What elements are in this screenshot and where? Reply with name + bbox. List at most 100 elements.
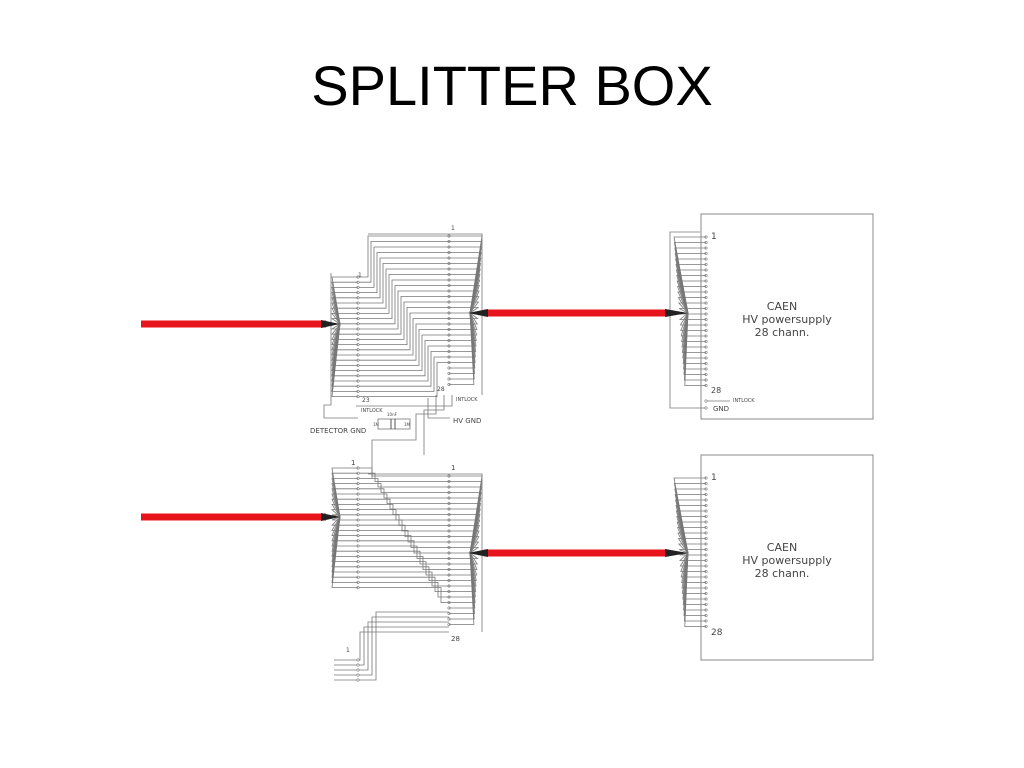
splitter-top-pin-last: 28 [437, 386, 445, 393]
caen-top-wire [680, 312, 706, 337]
splitter-top-left-wire [331, 286, 358, 325]
splitter-top-left-wire [331, 323, 358, 335]
splitter-bottom-left-wire [331, 516, 358, 542]
splitter-bottom-right-wire [449, 552, 477, 581]
caen-top-wire [680, 312, 706, 331]
splitter-bottom-route [358, 576, 449, 592]
caen-top-wire [679, 308, 706, 314]
detector-gnd-label: DETECTOR GND [310, 427, 366, 435]
caen-top-wire [677, 302, 706, 314]
splitter-top-left-wire [331, 312, 358, 325]
splitter-top-route [358, 329, 449, 366]
caen-top-name: CAEN [767, 300, 797, 313]
splitter-top-route [358, 312, 449, 351]
splitter-top-route [358, 345, 449, 382]
splitter-bottom-extra-pin [356, 658, 360, 662]
input-cable-bottom-tip [321, 513, 340, 521]
splitter-intlock-right: INTLOCK [456, 397, 478, 403]
splitter-top-gnd-wire [323, 273, 358, 419]
caen-top-wire [677, 297, 706, 314]
splitter-bottom-outer [368, 473, 483, 632]
splitter-bottom-right-wire [449, 552, 479, 559]
splitter-bottom-route [358, 477, 449, 488]
splitter-top-right-wire [449, 285, 480, 314]
splitter-bottom-route [358, 524, 449, 537]
splitter-top-left-wire [331, 302, 358, 325]
caen-top-wire [676, 280, 706, 314]
caen-top-wire [677, 291, 706, 314]
splitter-bottom-left-wire [331, 503, 358, 518]
splitter-bottom-route [358, 540, 449, 554]
splitter-bottom-left-wire [331, 488, 358, 518]
splitter-top-route [358, 290, 449, 330]
splitter-bottom-right-wire [449, 552, 478, 576]
caen-top-wire [684, 312, 706, 386]
splitter-bottom-route [358, 493, 449, 504]
splitter-bottom-extra-route [334, 626, 449, 666]
splitter-bottom-left-wire [331, 516, 358, 588]
splitter-top-route [358, 263, 449, 304]
splitter-bottom-right-wire [449, 514, 481, 554]
splitter-top-route [358, 340, 449, 377]
splitter-intlock-wire [356, 395, 453, 407]
caen-bottom-wire [675, 510, 706, 554]
caen-top-wire [681, 312, 706, 342]
splitter-bottom-route [358, 550, 449, 565]
splitter-bottom-left-wire [331, 514, 358, 518]
resistor-right-label: 1M [404, 422, 411, 427]
splitter-bottom-extra-pin [356, 663, 360, 667]
caen-bottom-wire [679, 549, 706, 554]
splitter-top-left-wire [330, 323, 358, 330]
caen-bottom-pin-first: 1 [711, 473, 717, 483]
caen-gnd-label: GND [713, 405, 729, 413]
splitter-top-right-wire [449, 312, 477, 341]
splitter-bottom-route [358, 571, 449, 587]
splitter-crossover-wire [423, 395, 445, 455]
splitter-top-right-wire [449, 301, 480, 314]
splitter-bottom-left-wire [331, 483, 358, 518]
splitter-top-left-wire [331, 323, 358, 340]
splitter-bottom-extra-route [334, 621, 449, 671]
splitter-bottom-extra-pin-first: 1 [346, 647, 350, 654]
splitter-top-route [358, 318, 449, 356]
splitter-pin-23: 23 [362, 397, 370, 404]
splitter-top-route [358, 296, 449, 335]
splitter-bottom-extra-route [334, 631, 449, 661]
splitter-top-left-wire [331, 323, 358, 351]
splitter-bottom-route [358, 566, 449, 581]
splitter-top-route [358, 285, 449, 325]
splitter-top-route [358, 351, 449, 387]
splitter-top-route [358, 268, 449, 309]
splitter-bottom-left-wire [331, 516, 358, 531]
caen-bottom-wire [684, 552, 706, 627]
hv-cable-bottom-tip-left [468, 549, 488, 557]
splitter-top-route [358, 334, 449, 372]
capacitor-symbol [390, 419, 396, 429]
caen-bottom-wire [676, 521, 706, 554]
splitter-top-route [358, 252, 449, 294]
splitter-bottom-extra-pin [356, 668, 360, 672]
splitter-intlock-left: INTLOCK [361, 408, 383, 414]
input-cable-top-tip [321, 320, 340, 328]
splitter-top-right-wire [449, 312, 475, 385]
splitter-top-left-wire [330, 318, 358, 325]
caen-intlock-label: INTLOCK [733, 398, 755, 404]
caen-bottom-channels: 28 chann. [755, 567, 810, 580]
splitter-bottom-route [358, 483, 449, 493]
ground-network-box [377, 418, 411, 430]
splitter-bottom-extra-pin [356, 678, 360, 682]
caen-top-wire [678, 312, 706, 320]
caen-bottom-wire [679, 552, 706, 556]
splitter-crossover-wire [371, 395, 437, 478]
splitter-top-route [358, 246, 449, 288]
splitter-bottom-right-wire [449, 541, 480, 554]
splitter-bottom-left-pin-first: 1 [351, 459, 355, 467]
splitter-bottom-right-wire [449, 547, 480, 554]
splitter-top-route [358, 257, 449, 299]
splitter-bottom-pin-last: 28 [451, 635, 460, 643]
splitter-bottom-right-wire [449, 530, 480, 554]
splitter-top-route [358, 307, 449, 346]
caen-top-pin-first: 1 [711, 232, 717, 242]
splitter-bottom-route [358, 472, 449, 482]
